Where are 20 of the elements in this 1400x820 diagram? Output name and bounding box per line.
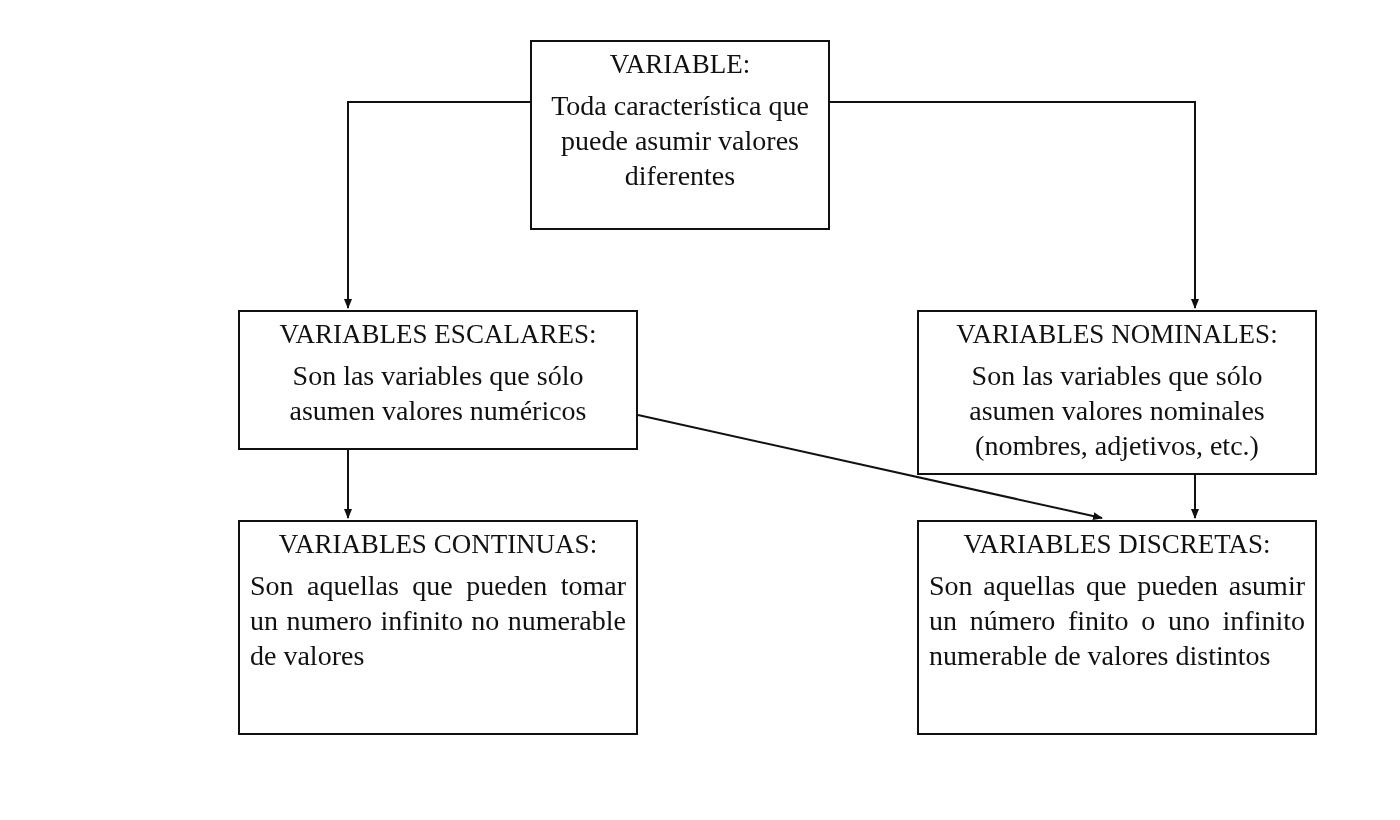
concept-box	[917, 520, 1317, 735]
box-heading: VARIABLE:	[608, 48, 752, 81]
concept-box	[238, 310, 638, 450]
arrow	[344, 101, 531, 309]
box-description: Son las variables que sólo asumen valores nominales (nombres, adjetivos, etc.)	[968, 358, 1266, 463]
box-heading: VARIABLES DISCRETAS:	[962, 528, 1272, 561]
arrow	[829, 101, 1199, 309]
arrow	[1191, 474, 1199, 519]
box-heading: VARIABLES CONTINUAS:	[277, 528, 599, 561]
box-description: Son aquellas que pueden tomar un numero infinito no numerable de valores	[250, 568, 626, 673]
box-heading: VARIABLES ESCALARES:	[278, 318, 598, 351]
box-heading: VARIABLES NOMINALES:	[955, 318, 1279, 351]
arrow	[637, 414, 1103, 520]
concept-box	[238, 520, 638, 735]
box-description: Son las variables que sólo asumen valores numéricos	[288, 358, 588, 428]
concept-box	[917, 310, 1317, 475]
arrow	[344, 449, 352, 519]
box-description: Son aquellas que pueden asumir un número finito o uno infinito numerable de valores distintos	[929, 568, 1305, 673]
box-description: Toda característica que puede asumir valores diferentes	[550, 88, 810, 193]
concept-box	[530, 40, 830, 230]
